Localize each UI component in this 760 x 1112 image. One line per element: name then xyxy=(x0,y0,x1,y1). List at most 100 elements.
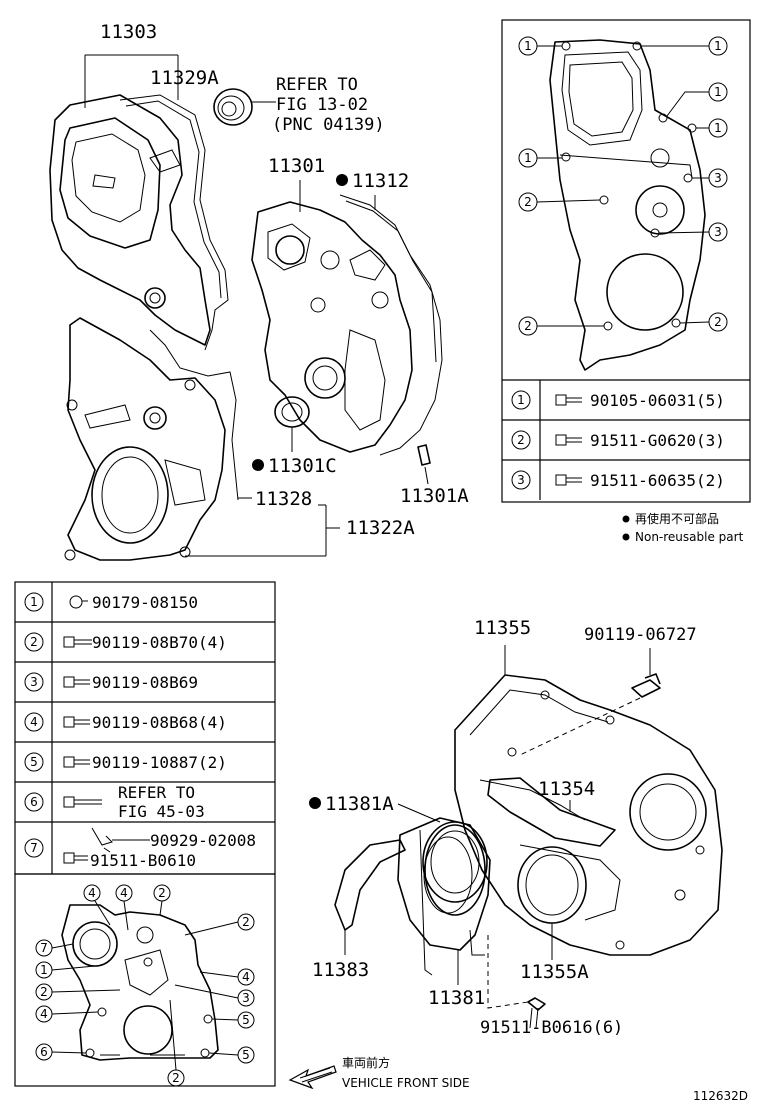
inset-left-frame xyxy=(14,873,276,1087)
svg-text:1: 1 xyxy=(517,393,525,407)
nonreusable-dot xyxy=(336,174,348,186)
nonreusable-dot xyxy=(309,797,321,809)
svg-text:1: 1 xyxy=(40,963,48,977)
table-left-row: 7 90929-02008 91511-B0610 xyxy=(24,827,256,870)
gasket-11328 xyxy=(149,329,239,501)
svg-text:91511-B0610: 91511-B0610 xyxy=(90,851,196,870)
svg-text:2: 2 xyxy=(40,985,48,999)
inset-right-callouts: 1 1 1 1 1 2 3 3 2 2 xyxy=(518,36,728,336)
svg-text:再使用不可部品: 再使用不可部品 xyxy=(635,511,719,526)
legend-nonreusable: 再使用不可部品 Non-reusable part xyxy=(622,511,744,544)
fastener-table-left: 1 90179-08150 2 90119-08B70(4) 3 90119-0… xyxy=(14,581,276,875)
svg-text:1: 1 xyxy=(714,85,722,99)
svg-text:7: 7 xyxy=(40,941,48,955)
svg-text:2: 2 xyxy=(517,433,525,447)
svg-text:90119-10887(2): 90119-10887(2) xyxy=(92,753,227,772)
svg-text:3: 3 xyxy=(517,473,525,487)
table-right-row: 1 90105-06031(5) xyxy=(511,390,725,410)
table-right-row: 2 91511-G0620(3) xyxy=(511,430,725,450)
label-11301: 11301 xyxy=(268,155,325,177)
inset-right-drawing xyxy=(549,39,706,371)
svg-text:5: 5 xyxy=(242,1048,250,1062)
label-11303: 11303 xyxy=(100,21,157,43)
vehicle-front-jp: 車両前方 xyxy=(342,1055,390,1070)
svg-text:6: 6 xyxy=(30,795,38,809)
svg-text:REFER TO: REFER TO xyxy=(118,783,195,802)
label-11301c: 11301C xyxy=(268,455,337,477)
table-left-row: 1 90179-08150 xyxy=(24,592,198,612)
svg-text:1: 1 xyxy=(524,151,532,165)
svg-text:90119-08B70(4): 90119-08B70(4) xyxy=(92,633,227,652)
svg-text:1: 1 xyxy=(30,595,38,609)
vehicle-front-en: VEHICLE FRONT SIDE xyxy=(342,1076,470,1090)
label-11329a: 11329A xyxy=(150,67,219,89)
timing-cover-upper xyxy=(49,94,211,346)
svg-text:3: 3 xyxy=(242,991,250,1005)
inset-right-frame xyxy=(501,19,751,503)
svg-text:FIG 45-03: FIG 45-03 xyxy=(118,802,205,821)
svg-text:2: 2 xyxy=(172,1071,180,1085)
oil-seal-11301c xyxy=(274,396,310,428)
svg-text:2: 2 xyxy=(524,319,532,333)
bolt-90119-06727 xyxy=(631,673,661,698)
table-left-row: 3 90119-08B69 xyxy=(24,672,198,692)
label-11322a: 11322A xyxy=(346,517,415,539)
label-11312: 11312 xyxy=(352,170,409,192)
gasket-11383 xyxy=(334,839,406,931)
svg-text:6: 6 xyxy=(40,1045,48,1059)
oil-seal-11381a xyxy=(422,821,488,903)
table-left-row: 4 90119-08B68(4) xyxy=(24,712,227,732)
inset-left-drawing xyxy=(61,904,219,1061)
vehicle-front-arrow xyxy=(288,1065,337,1090)
label-11355a: 11355A xyxy=(520,961,589,983)
label-11381a: 11381A xyxy=(325,793,394,815)
svg-text:91511-60635(2): 91511-60635(2) xyxy=(590,471,725,490)
svg-text:1: 1 xyxy=(714,121,722,135)
svg-text:90119-08B68(4): 90119-08B68(4) xyxy=(92,713,227,732)
svg-text:2: 2 xyxy=(714,315,722,329)
svg-text:90119-08B69: 90119-08B69 xyxy=(92,673,198,692)
svg-text:91511-G0620(3): 91511-G0620(3) xyxy=(590,431,725,450)
svg-text:2: 2 xyxy=(30,635,38,649)
label-refer1-l3: (PNC 04139) xyxy=(272,115,385,135)
rear-end-plate-11355 xyxy=(454,674,723,956)
svg-text:4: 4 xyxy=(242,970,250,984)
svg-text:5: 5 xyxy=(30,755,38,769)
svg-text:Non-reusable part: Non-reusable part xyxy=(635,530,744,544)
oil-seal-ref xyxy=(213,88,253,126)
svg-text:4: 4 xyxy=(30,715,38,729)
leader-dash xyxy=(487,935,529,1009)
label-refer1-l2: FIG 13-02 xyxy=(276,95,368,115)
label-11354: 11354 xyxy=(538,778,595,800)
svg-text:4: 4 xyxy=(88,886,96,900)
svg-text:2: 2 xyxy=(242,915,250,929)
table-right-row: 3 91511-60635(2) xyxy=(511,470,725,490)
gasket-11312 xyxy=(339,194,443,456)
svg-text:3: 3 xyxy=(30,675,38,689)
label-90119-06727: 90119-06727 xyxy=(584,625,697,645)
label-91511-b0616: 91511-B0616(6) xyxy=(480,1018,623,1038)
label-11383: 11383 xyxy=(312,959,369,981)
rear-oil-seal-retainer-11381 xyxy=(397,817,491,976)
svg-text:3: 3 xyxy=(714,225,722,239)
svg-text:2: 2 xyxy=(158,886,166,900)
stiffener-11354 xyxy=(487,777,616,847)
svg-text:5: 5 xyxy=(242,1013,250,1027)
gasket-11329a xyxy=(119,94,229,351)
bolt-91511-b0616 xyxy=(527,997,546,1029)
svg-text:4: 4 xyxy=(120,886,128,900)
label-11381: 11381 xyxy=(428,987,485,1009)
fastener-table-right: 1 90105-06031(5) 2 91511-G0620(3) 3 9151… xyxy=(502,379,750,500)
leader-dash xyxy=(519,697,641,756)
diagram-id: 112632D xyxy=(693,1089,748,1103)
table-left-row: 6 REFER TO FIG 45-03 xyxy=(24,783,205,821)
label-11355: 11355 xyxy=(474,617,531,639)
svg-text:1: 1 xyxy=(714,39,722,53)
svg-text:7: 7 xyxy=(30,841,38,855)
inset-left-callouts: 4 4 2 2 7 1 2 4 6 3 4 5 5 2 xyxy=(35,884,255,1087)
label-refer1-l1: REFER TO xyxy=(276,75,358,95)
pin-11301a xyxy=(417,444,431,466)
label-11328: 11328 xyxy=(255,488,312,510)
svg-text:90179-08150: 90179-08150 xyxy=(92,593,198,612)
